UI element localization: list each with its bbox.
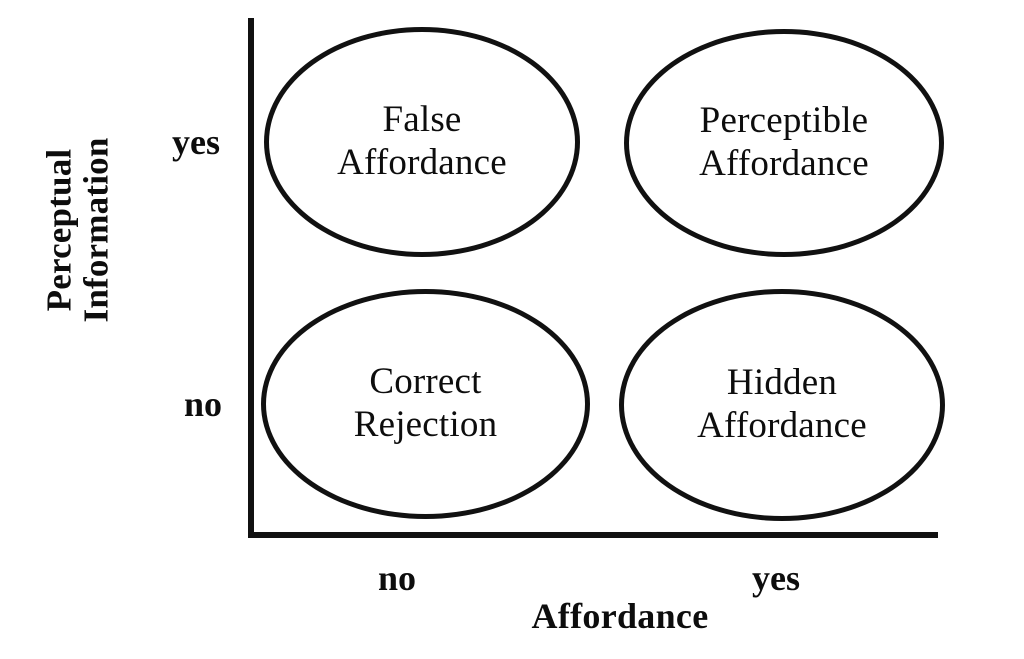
cell-false-affordance-line1: False bbox=[382, 99, 462, 141]
y-axis-title-line2: Information bbox=[76, 137, 115, 323]
y-axis-title-line1: Perceptual bbox=[39, 148, 79, 312]
cell-correct-rejection-line1: Correct bbox=[369, 361, 482, 403]
cell-correct-rejection: Correct Rejection bbox=[261, 289, 590, 519]
x-axis-tick-yes: yes bbox=[752, 558, 800, 598]
cell-hidden-affordance-line1: Hidden bbox=[726, 362, 838, 404]
cell-perceptible-affordance-label: Perceptible Affordance bbox=[691, 100, 877, 186]
y-axis-tick-no: no bbox=[184, 384, 223, 424]
x-axis-tick-no: no bbox=[378, 558, 417, 598]
cell-correct-rejection-label: Correct Rejection bbox=[346, 361, 506, 447]
cell-hidden-affordance-line2: Affordance bbox=[697, 405, 867, 446]
cell-perceptible-affordance-line1: Perceptible bbox=[699, 100, 869, 142]
x-axis-line bbox=[248, 532, 938, 538]
x-axis-title: Affordance bbox=[531, 596, 709, 636]
y-axis-tick-yes: yes bbox=[172, 122, 220, 162]
cell-false-affordance-label: False Affordance bbox=[329, 99, 515, 185]
cell-hidden-affordance: Hidden Affordance bbox=[619, 289, 945, 521]
cell-perceptible-affordance: Perceptible Affordance bbox=[624, 29, 944, 257]
cell-perceptible-affordance-line2: Affordance bbox=[699, 143, 869, 184]
y-axis-line bbox=[248, 18, 254, 538]
cell-false-affordance: False Affordance bbox=[264, 27, 580, 257]
cell-hidden-affordance-label: Hidden Affordance bbox=[689, 362, 875, 448]
y-axis-title: Perceptual Information bbox=[22, 108, 134, 352]
cell-correct-rejection-line2: Rejection bbox=[353, 404, 498, 445]
cell-false-affordance-line2: Affordance bbox=[337, 142, 507, 183]
